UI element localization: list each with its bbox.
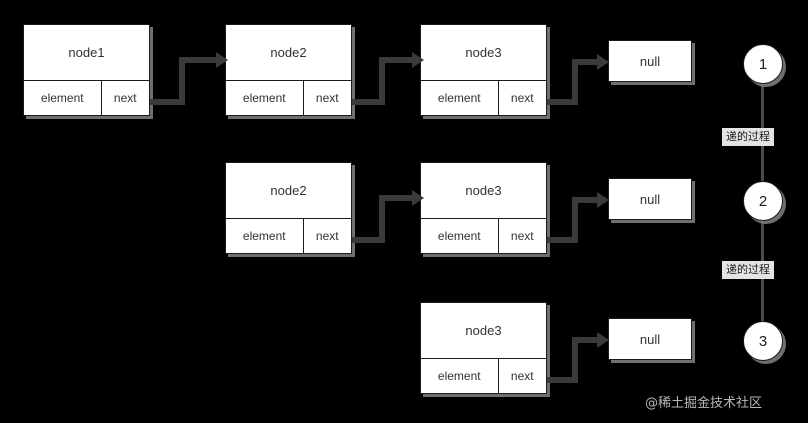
node-fields: element next bbox=[421, 81, 546, 115]
step-number: 3 bbox=[758, 332, 768, 350]
node-title: node3 bbox=[421, 25, 546, 81]
node-title: node3 bbox=[421, 303, 546, 359]
node-next-cell: next bbox=[498, 219, 546, 253]
step-transition-label: 递的过程 bbox=[722, 128, 774, 146]
node-fields: element next bbox=[421, 359, 546, 393]
node-title: node2 bbox=[226, 25, 351, 81]
watermark: @稀土掘金技术社区 bbox=[645, 396, 763, 411]
node-next-cell: next bbox=[303, 219, 351, 253]
step-transition-label: 递的过程 bbox=[722, 261, 774, 279]
null-box[interactable]: null bbox=[608, 178, 692, 220]
node-title: node1 bbox=[24, 25, 149, 81]
node-fields: element next bbox=[421, 219, 546, 253]
node-element-cell: element bbox=[421, 81, 499, 115]
step-circle-2[interactable]: 2 bbox=[743, 181, 783, 221]
node-box[interactable]: node1 element next bbox=[23, 24, 150, 116]
node-element-cell: element bbox=[24, 81, 102, 115]
node-box[interactable]: node3 element next bbox=[420, 24, 547, 116]
step-number: 1 bbox=[758, 55, 768, 73]
node-next-cell: next bbox=[101, 81, 149, 115]
node-fields: element next bbox=[226, 81, 351, 115]
step-circle-1[interactable]: 1 bbox=[743, 44, 783, 84]
step-circle-3[interactable]: 3 bbox=[743, 321, 783, 361]
connector-arrow bbox=[352, 40, 427, 110]
node-box[interactable]: node2 element next bbox=[225, 162, 352, 254]
step-number: 2 bbox=[758, 192, 768, 210]
connector-arrow bbox=[547, 40, 617, 110]
node-box[interactable]: node3 element next bbox=[420, 162, 547, 254]
connector-arrow bbox=[547, 178, 617, 248]
node-next-cell: next bbox=[498, 81, 546, 115]
node-title: node2 bbox=[226, 163, 351, 219]
node-box[interactable]: node3 element next bbox=[420, 302, 547, 394]
node-next-cell: next bbox=[303, 81, 351, 115]
null-label: null bbox=[639, 191, 661, 207]
node-element-cell: element bbox=[226, 219, 304, 253]
null-box[interactable]: null bbox=[608, 40, 692, 82]
node-title: node3 bbox=[421, 163, 546, 219]
null-label: null bbox=[639, 331, 661, 347]
node-fields: element next bbox=[226, 219, 351, 253]
node-fields: element next bbox=[24, 81, 149, 115]
node-box[interactable]: node2 element next bbox=[225, 24, 352, 116]
node-element-cell: element bbox=[226, 81, 304, 115]
null-box[interactable]: null bbox=[608, 318, 692, 360]
connector-arrow bbox=[150, 40, 230, 110]
node-element-cell: element bbox=[421, 219, 499, 253]
connector-arrow bbox=[352, 178, 427, 248]
node-next-cell: next bbox=[498, 359, 546, 393]
null-label: null bbox=[639, 53, 661, 69]
connector-arrow bbox=[547, 318, 617, 388]
node-element-cell: element bbox=[421, 359, 499, 393]
